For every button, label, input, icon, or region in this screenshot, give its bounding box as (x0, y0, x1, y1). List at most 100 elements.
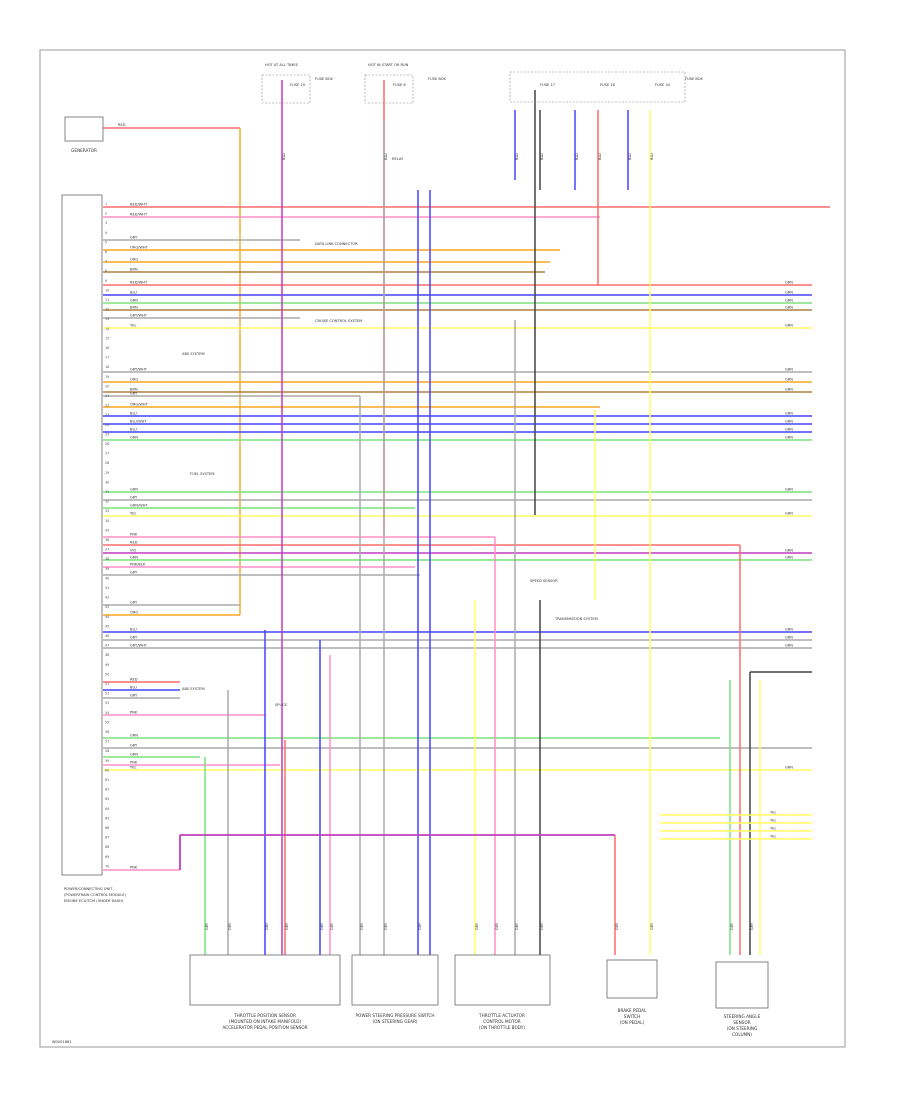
module-pin: 21 (105, 394, 109, 398)
generator-wire-label: RED (118, 123, 126, 127)
module-pin: 38 (105, 557, 109, 561)
generator-box (64, 116, 104, 142)
module-pin: 5 (105, 240, 107, 244)
steering-caption-1: STEERING ANGLE (724, 1014, 761, 1019)
module-pin: 9 (105, 279, 107, 283)
bus-wire-label: GRN/WHT (130, 504, 148, 508)
module-pin: 26 (105, 442, 109, 446)
bus-wire-label: ORG (130, 258, 138, 262)
bus-wire-label: GRN (130, 488, 138, 492)
feed-label: GRY (205, 922, 209, 930)
module-pin: 22 (105, 404, 109, 408)
module-pin: 13 (105, 317, 109, 321)
module-pin: 6 (105, 250, 107, 254)
feed-label: GRY (418, 922, 422, 930)
diagram-code: W0001881 (52, 1040, 72, 1044)
steering-bundle-label: YEL (770, 827, 776, 831)
ps-caption-1: POWER STEERING PRESSURE SWITCH (356, 1013, 435, 1018)
module-pin: 11 (105, 298, 109, 302)
module-pin: 33 (105, 509, 109, 513)
module-pin: 27 (105, 452, 109, 456)
module-pin: 35 (105, 528, 109, 532)
bus-wire-label: BRN (130, 268, 138, 272)
module-pin: 59 (105, 759, 109, 763)
module-pin: 2 (105, 212, 107, 216)
note-data-link: DATA LINK CONNECTOR (315, 242, 358, 246)
module-pin: 64 (105, 807, 109, 811)
bus-wire-label: RED/WHT (130, 213, 148, 217)
feed-label: BLU (540, 153, 544, 160)
module-pin: 8 (105, 269, 107, 273)
module-pin: 62 (105, 788, 109, 792)
feed-label: GRY (330, 922, 334, 930)
control-module-box (61, 194, 103, 876)
module-pin: 50 (105, 672, 109, 676)
fuse-box-label-1: FUSE BOX (315, 77, 333, 81)
right-edge-label: GRN (785, 549, 793, 553)
feed-label: BLU (282, 153, 286, 160)
steering-caption-2: SENSOR (733, 1020, 750, 1025)
feed-label: BLU (384, 153, 388, 160)
fuse-label-4: FUSE 18 (600, 83, 616, 87)
feed-label: GRY (515, 922, 519, 930)
steering-caption-4: COLUMN) (732, 1032, 752, 1037)
right-edge-label: GRN (785, 412, 793, 416)
module-pin: 58 (105, 749, 109, 753)
module-pin: 19 (105, 375, 109, 379)
module-pin: 10 (105, 288, 109, 292)
right-edge-label: GRN (785, 556, 793, 560)
ps-caption-2: (ON STEERING GEAR) (372, 1019, 417, 1024)
bus-wire-label: GRY/WHT (130, 314, 148, 318)
note-speed: SPEED SENSOR (530, 579, 558, 583)
module-pin: 30 (105, 480, 109, 484)
feed-label: GRY (320, 922, 324, 930)
tps-caption-2: (MOUNTED ON INTAKE MANIFOLD) (229, 1019, 302, 1024)
throttle-caption-1: THROTTLE ACTUATOR (478, 1013, 525, 1018)
fuse-box-enclosure (509, 71, 686, 103)
right-edge-label: GRN (785, 281, 793, 285)
right-edge-label: GRN (785, 636, 793, 640)
module-pin: 55 (105, 720, 109, 724)
bus-wire-label: YEL (130, 324, 136, 328)
module-pin: 67 (105, 836, 109, 840)
brake-caption-3: (ON PEDAL) (620, 1020, 645, 1025)
feed-label: GRY (650, 922, 654, 930)
module-pin: 25 (105, 432, 109, 436)
note-fuel: FUEL SYSTEM (190, 472, 214, 476)
fuse-label-1: FUSE 19 (290, 83, 306, 87)
feed-label: BLU (575, 153, 579, 160)
bus-wire-label: VIO (130, 549, 137, 553)
tps-caption-1: THROTTLE POSITION SENSOR (233, 1013, 296, 1018)
right-edge-label: GRN (785, 299, 793, 303)
bus-wire-label: BLU (130, 628, 137, 632)
right-edge-label: GRN (785, 368, 793, 372)
module-pin: 53 (105, 701, 109, 705)
module-pin: 49 (105, 663, 109, 667)
module-pin: 17 (105, 356, 109, 360)
brake-caption-2: SWITCH (624, 1014, 640, 1019)
right-edge-label: GRN (785, 512, 793, 516)
right-edge-label: GRN (785, 420, 793, 424)
module-pin: 40 (105, 576, 109, 580)
bus-wire-label: ORG (130, 611, 138, 615)
feed-label: GRY (730, 922, 734, 930)
bus-wire-label: RED (130, 541, 138, 545)
right-edge-label: GRN (785, 428, 793, 432)
bus-wire-label: RED/WHT (130, 281, 148, 285)
module-pin: 66 (105, 826, 109, 830)
bus-wire-label: RED (130, 678, 138, 682)
fuse-label-5: FUSE 34 (655, 83, 671, 87)
module-pin: 47 (105, 644, 109, 648)
bus-wire-label: YEL (130, 512, 136, 516)
module-pin: 57 (105, 740, 109, 744)
feed-label: GRY (360, 922, 364, 930)
right-edge-label: GRN (785, 436, 793, 440)
module-pin: 14 (105, 327, 109, 331)
feed-label: GRY (475, 922, 479, 930)
module-pin: 3 (105, 221, 107, 225)
tps-box (189, 954, 341, 1006)
feed-label: BLU (628, 153, 632, 160)
steering-bundle-label: YEL (770, 835, 776, 839)
bus-wire-label: BLU (130, 291, 137, 295)
module-pin: 32 (105, 500, 109, 504)
